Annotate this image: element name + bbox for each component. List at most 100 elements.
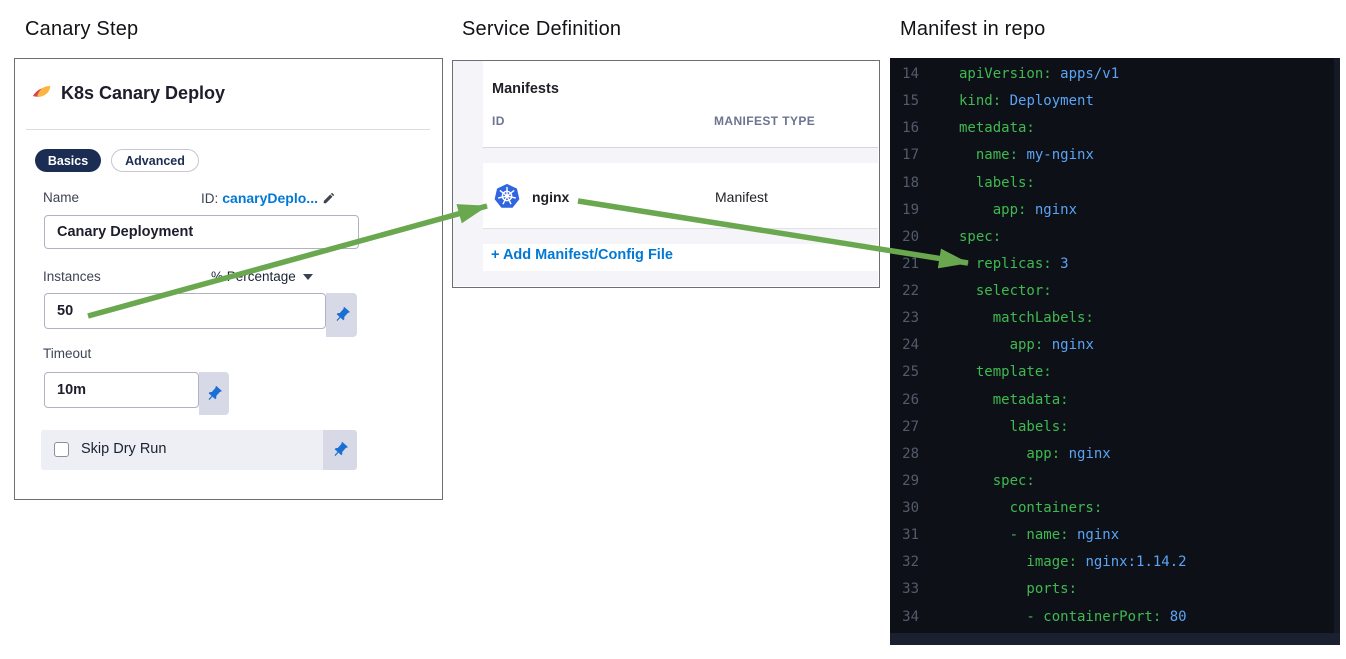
yaml-value: nginx (1060, 445, 1111, 462)
yaml-key: replicas: (959, 255, 1052, 272)
id-link[interactable]: canaryDeplo... (222, 190, 318, 206)
manifest-in-repo-heading: Manifest in repo (900, 18, 1046, 40)
skip-dry-run-label: Skip Dry Run (81, 441, 167, 457)
yaml-key: - name: (959, 527, 1069, 544)
step-card-title: K8s Canary Deploy (61, 83, 226, 103)
line-number: 26 (902, 391, 919, 408)
canary-bird-icon (32, 86, 51, 97)
code-line: 33 ports: (890, 576, 1340, 603)
pin-icon (334, 441, 348, 456)
manifest-row-nginx[interactable]: nginx Manifest (483, 163, 878, 229)
yaml-key: metadata: (959, 391, 1069, 408)
column-header-manifest-type: MANIFEST TYPE (714, 114, 816, 128)
code-line: 34 - containerPort: 80 (890, 604, 1340, 631)
yaml-key: apiVersion: (959, 66, 1052, 82)
code-line: 30 containers: (890, 495, 1340, 522)
code-line: 15 kind: Deployment (890, 88, 1340, 115)
edit-pencil-icon[interactable] (322, 191, 336, 205)
tab-advanced[interactable]: Advanced (111, 149, 199, 172)
id-prefix: ID: (201, 190, 219, 206)
yaml-value: nginx (1026, 201, 1078, 218)
add-manifest-link[interactable]: + Add Manifest/Config File (491, 247, 673, 263)
line-number: 24 (902, 337, 919, 354)
canary-step-panel: K8s Canary Deploy Basics Advanced Name I… (14, 58, 443, 500)
yaml-key: containers: (959, 500, 1103, 516)
instances-mode-dropdown[interactable]: % Percentage (211, 269, 313, 284)
service-definition-panel: Manifests ID MANIFEST TYPE nginx Manifes… (452, 60, 880, 288)
horizontal-scrollbar[interactable] (890, 633, 1340, 645)
code-line: 31 - name: nginx (890, 522, 1340, 549)
name-label: Name (43, 190, 80, 205)
yaml-key: metadata: (959, 120, 1035, 137)
yaml-value: nginx (1043, 337, 1094, 354)
yaml-value: nginx (1068, 527, 1120, 544)
yaml-key: ports: (959, 581, 1078, 598)
skip-dry-run-row: Skip Dry Run (41, 430, 357, 470)
line-number: 16 (902, 120, 919, 137)
vertical-scrollbar[interactable] (1334, 58, 1340, 633)
skip-dry-run-checkbox[interactable] (54, 442, 69, 457)
name-input[interactable]: Canary Deployment (44, 215, 359, 249)
yaml-key: app: (959, 445, 1061, 462)
yaml-key: - containerPort: (959, 608, 1162, 625)
code-line: 17 name: my-nginx (890, 142, 1340, 169)
line-number: 19 (902, 201, 919, 218)
code-line: 29 spec: (890, 468, 1340, 495)
code-line: 28 app: nginx (890, 441, 1340, 468)
line-number: 21 (902, 255, 919, 272)
yaml-key: app: (959, 201, 1027, 218)
line-number: 20 (902, 228, 919, 245)
divider (26, 129, 430, 130)
code-line: 16 metadata: (890, 115, 1340, 142)
pin-icon (336, 306, 350, 321)
timeout-input[interactable]: 10m (44, 372, 199, 408)
yaml-value: apps/v1 (1051, 66, 1120, 82)
yaml-key: template: (959, 364, 1052, 381)
yaml-value: Deployment (1001, 93, 1094, 110)
service-definition-heading: Service Definition (462, 18, 622, 40)
instances-pin-button[interactable] (326, 293, 357, 337)
code-line: 22 selector: (890, 278, 1340, 305)
chevron-down-icon (302, 273, 313, 280)
line-number: 23 (902, 310, 919, 327)
yaml-key: spec: (959, 472, 1035, 489)
code-line: 24 app: nginx (890, 332, 1340, 359)
code-line: 14 apiVersion: apps/v1 (890, 61, 1340, 88)
panel-left-strip (453, 61, 483, 286)
line-number: 14 (902, 66, 919, 82)
kubernetes-icon (494, 183, 520, 208)
yaml-key: selector: (959, 283, 1052, 299)
yaml-key: labels: (959, 174, 1035, 191)
yaml-value: nginx:1.14.2 (1077, 554, 1187, 571)
code-line: 26 metadata: (890, 387, 1340, 414)
instances-label: Instances (43, 269, 101, 284)
code-line: 25 template: (890, 359, 1340, 386)
yaml-key: labels: (959, 418, 1069, 435)
divider (483, 147, 878, 148)
yaml-key: name: (959, 147, 1019, 164)
pin-icon (208, 385, 222, 400)
line-number: 33 (902, 581, 919, 598)
skip-dry-run-pin-button[interactable] (323, 430, 357, 470)
yaml-key: spec: (959, 228, 1002, 245)
yaml-value: 80 (1161, 608, 1187, 625)
yaml-key: kind: (959, 93, 1002, 110)
yaml-key: image: (959, 554, 1078, 571)
line-number: 22 (902, 283, 919, 299)
tab-basics[interactable]: Basics (35, 149, 101, 172)
manifest-id: nginx (532, 189, 570, 205)
code-line: 20 spec: (890, 224, 1340, 251)
code-line: 27 labels: (890, 414, 1340, 441)
timeout-pin-button[interactable] (199, 372, 229, 415)
yaml-key: app: (959, 337, 1044, 354)
step-id-line: ID: canaryDeplo... (201, 190, 336, 206)
line-number: 15 (902, 93, 919, 110)
line-number: 28 (902, 445, 919, 462)
code-line: 23 matchLabels: (890, 305, 1340, 332)
line-number: 32 (902, 554, 919, 571)
instances-input[interactable]: 50 (44, 293, 326, 329)
line-number: 30 (902, 500, 919, 516)
line-number: 25 (902, 364, 919, 381)
